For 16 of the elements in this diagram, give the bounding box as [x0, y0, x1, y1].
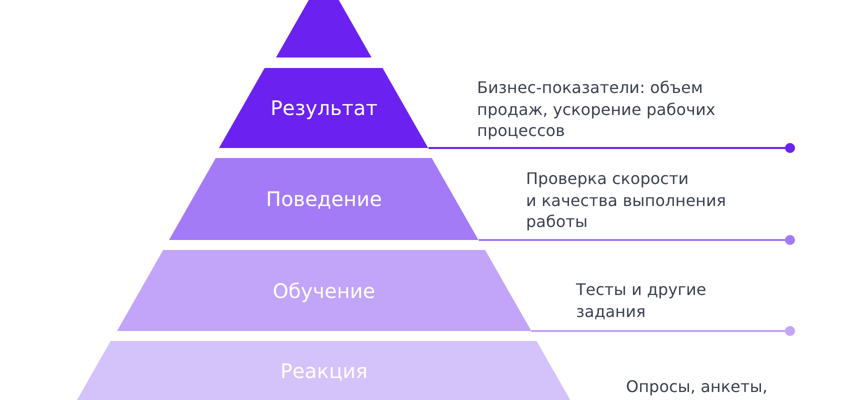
pyramid-level — [77, 341, 571, 400]
level-label: Поведение — [266, 187, 382, 211]
pyramid-level — [116, 250, 532, 331]
level-label: Результат — [270, 96, 378, 120]
pyramid-level — [219, 68, 429, 148]
pyramid-level — [169, 158, 479, 240]
level-description: Опросы, анкеты, — [626, 376, 768, 398]
level-description: Тесты и другие задания — [576, 279, 706, 322]
level-description: Бизнес-показатели: объем продаж, ускорение рабочих процессов — [477, 77, 716, 142]
level-description: Проверка скорости и качества выполнения работы — [526, 168, 726, 232]
connector-line — [428, 143, 795, 153]
pyramid-top — [276, 0, 372, 58]
level-label: Обучение — [272, 278, 376, 302]
level-label: Реакция — [280, 358, 368, 382]
connector-line — [531, 326, 795, 336]
connector-line — [478, 235, 795, 245]
